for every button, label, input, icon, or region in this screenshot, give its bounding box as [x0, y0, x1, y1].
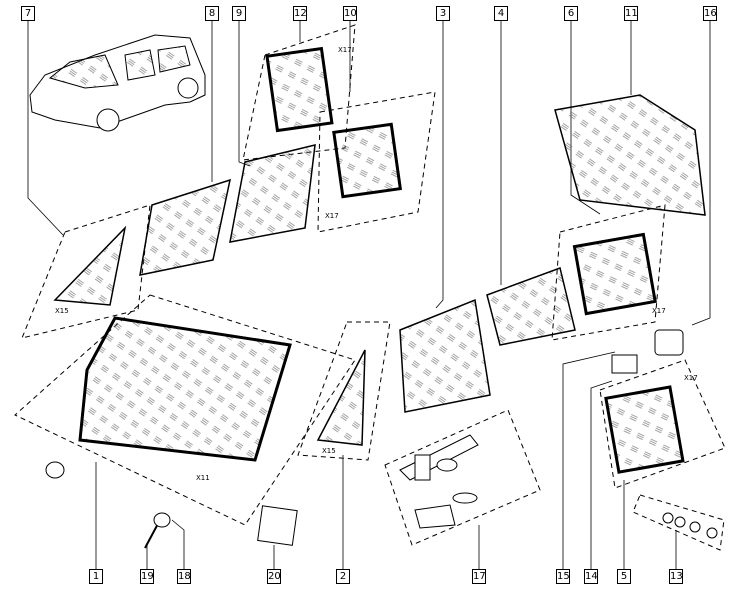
sliding-window-6	[572, 232, 657, 316]
van-illustration	[29, 34, 206, 132]
quarter-glass-front-left	[53, 225, 127, 306]
cloth	[414, 504, 456, 529]
bottle	[414, 454, 431, 481]
callout-19: 19	[140, 569, 154, 584]
callout-8: 8	[205, 6, 219, 21]
quantity-label: X17	[652, 307, 666, 315]
callout-13: 13	[669, 569, 683, 584]
callout-7: 7	[21, 6, 35, 21]
glass-panels	[53, 46, 706, 474]
callout-15: 15	[556, 569, 570, 584]
callout-4: 4	[494, 6, 508, 21]
callout-16: 16	[703, 6, 717, 21]
quantity-label: X15	[55, 307, 69, 315]
sliding-window-10	[332, 122, 403, 199]
callout-17: 17	[472, 569, 486, 584]
side-glass-9	[229, 144, 316, 243]
quantity-label: X15	[322, 447, 336, 455]
side-glass-3	[399, 298, 491, 413]
seal-ring	[452, 492, 478, 504]
card-20	[257, 505, 298, 546]
callout-2: 2	[336, 569, 350, 584]
callout-14: 14	[584, 569, 598, 584]
callout-11: 11	[624, 6, 638, 21]
side-glass-8	[139, 178, 232, 276]
quantity-label: X11	[196, 474, 210, 482]
clip-part	[45, 461, 65, 479]
rear-window-11	[554, 94, 706, 216]
callout-6: 6	[564, 6, 578, 21]
pot	[436, 458, 458, 472]
side-glass-4	[486, 267, 576, 346]
quantity-label: X17	[325, 212, 339, 220]
callout-20: 20	[267, 569, 281, 584]
callout-10: 10	[343, 6, 357, 21]
windshield-1	[78, 316, 292, 462]
trim-16	[654, 329, 684, 356]
leader-lines	[27, 20, 711, 569]
latch-14	[611, 354, 638, 374]
nut-18	[153, 512, 171, 528]
callout-5: 5	[617, 569, 631, 584]
callout-3: 3	[436, 6, 450, 21]
callout-9: 9	[232, 6, 246, 21]
quarter-glass-2	[316, 349, 366, 446]
quantity-label: X17	[684, 374, 698, 382]
sliding-window-12	[265, 46, 334, 133]
small-parts	[45, 329, 718, 549]
group-outlines	[14, 24, 726, 551]
callout-1: 1	[89, 569, 103, 584]
callout-12: 12	[293, 6, 307, 21]
callout-18: 18	[177, 569, 191, 584]
quantity-label: X17	[338, 46, 352, 54]
sealant-tube	[399, 434, 479, 481]
sliding-window-5	[604, 385, 685, 474]
